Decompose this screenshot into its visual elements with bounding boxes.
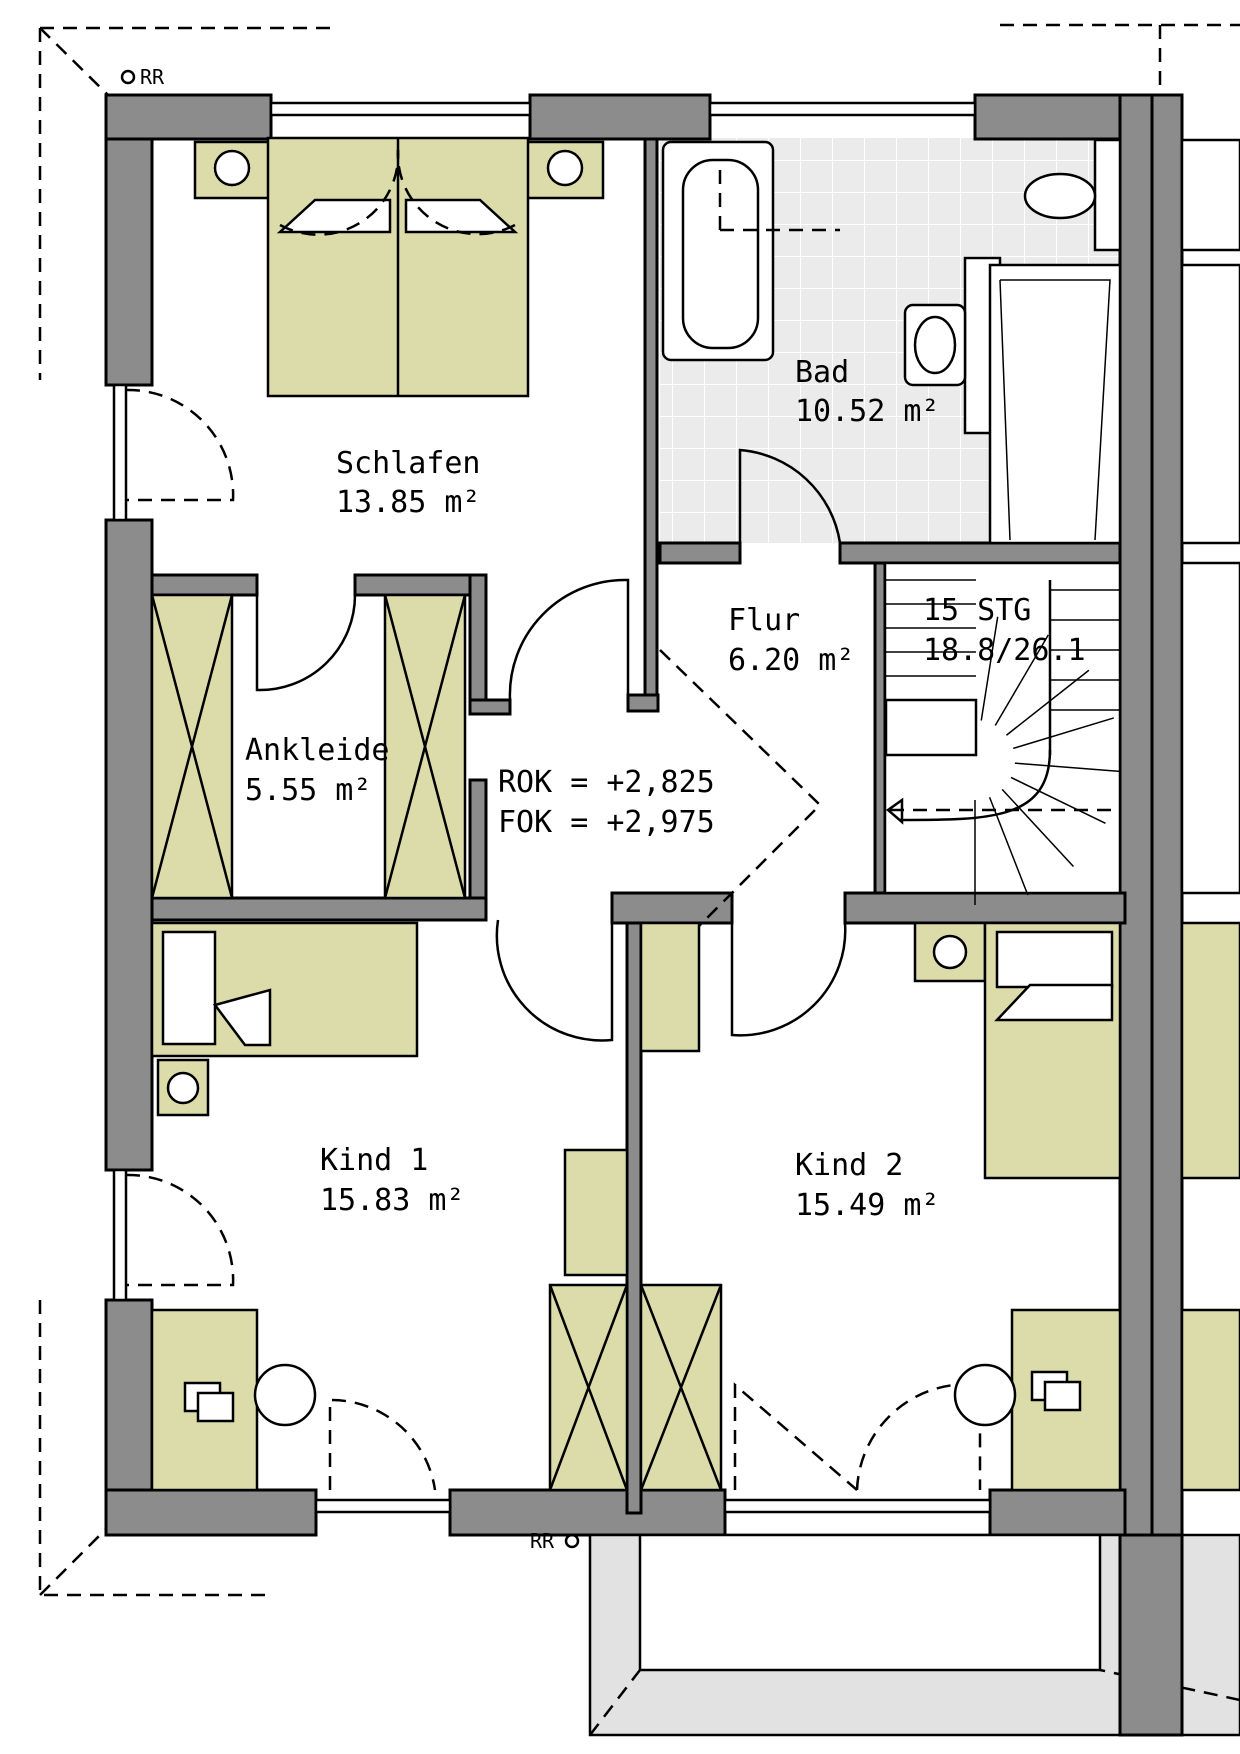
- double-bed: [193, 136, 605, 398]
- rok-level: ROK = +2,825: [498, 765, 715, 800]
- wardrobe-right: [383, 593, 467, 900]
- flur-area: 6.20 m²: [728, 643, 854, 678]
- kind2-area: 15.49 m²: [795, 1188, 940, 1223]
- bathtub: [661, 140, 840, 362]
- walls: [104, 93, 1184, 1537]
- stair-ratio: 18.8/26.1: [923, 633, 1086, 668]
- ankleide-name: Ankleide: [245, 733, 390, 768]
- kind1-name: Kind 1: [320, 1143, 428, 1178]
- schlafen-name: Schlafen: [336, 446, 481, 481]
- rr-bottom-label: RR: [530, 1529, 555, 1553]
- ankleide-area: 5.55 m²: [245, 773, 371, 808]
- bad-name: Bad: [795, 355, 849, 390]
- stair-tread: [1010, 776, 1106, 824]
- stair-steps: 15 STG: [923, 593, 1031, 628]
- neighbor-house: [1180, 138, 1240, 1492]
- balcony: [588, 1533, 1240, 1737]
- roof-outline: [38, 23, 1240, 1597]
- windows: [112, 101, 992, 1514]
- void-marking: [659, 649, 822, 966]
- kind2-name: Kind 2: [795, 1148, 903, 1183]
- stair-tread: [1001, 788, 1074, 867]
- kind2-furniture: [639, 921, 1122, 1492]
- rr-top-label: RR: [140, 65, 165, 89]
- fok-level: FOK = +2,975: [498, 805, 715, 840]
- stair-tread: [994, 634, 1049, 726]
- staircase: [883, 561, 1122, 905]
- stair-tread: [1005, 669, 1090, 736]
- shower: [988, 263, 1122, 545]
- rr-top-marker-icon: [120, 69, 136, 85]
- wardrobe-left: [150, 593, 234, 900]
- stair-tread: [1013, 717, 1114, 750]
- flur-name: Flur: [728, 603, 800, 638]
- schlafen-area: 13.85 m²: [336, 485, 481, 520]
- stair-tread: [1014, 762, 1120, 773]
- toilet: [1023, 138, 1122, 252]
- bad-area: 10.52 m²: [795, 394, 940, 429]
- rr-bottom-marker-icon: [564, 1533, 580, 1549]
- stair-tread: [980, 616, 999, 721]
- kind1-area: 15.83 m²: [320, 1183, 465, 1218]
- kind1-furniture: [150, 921, 629, 1492]
